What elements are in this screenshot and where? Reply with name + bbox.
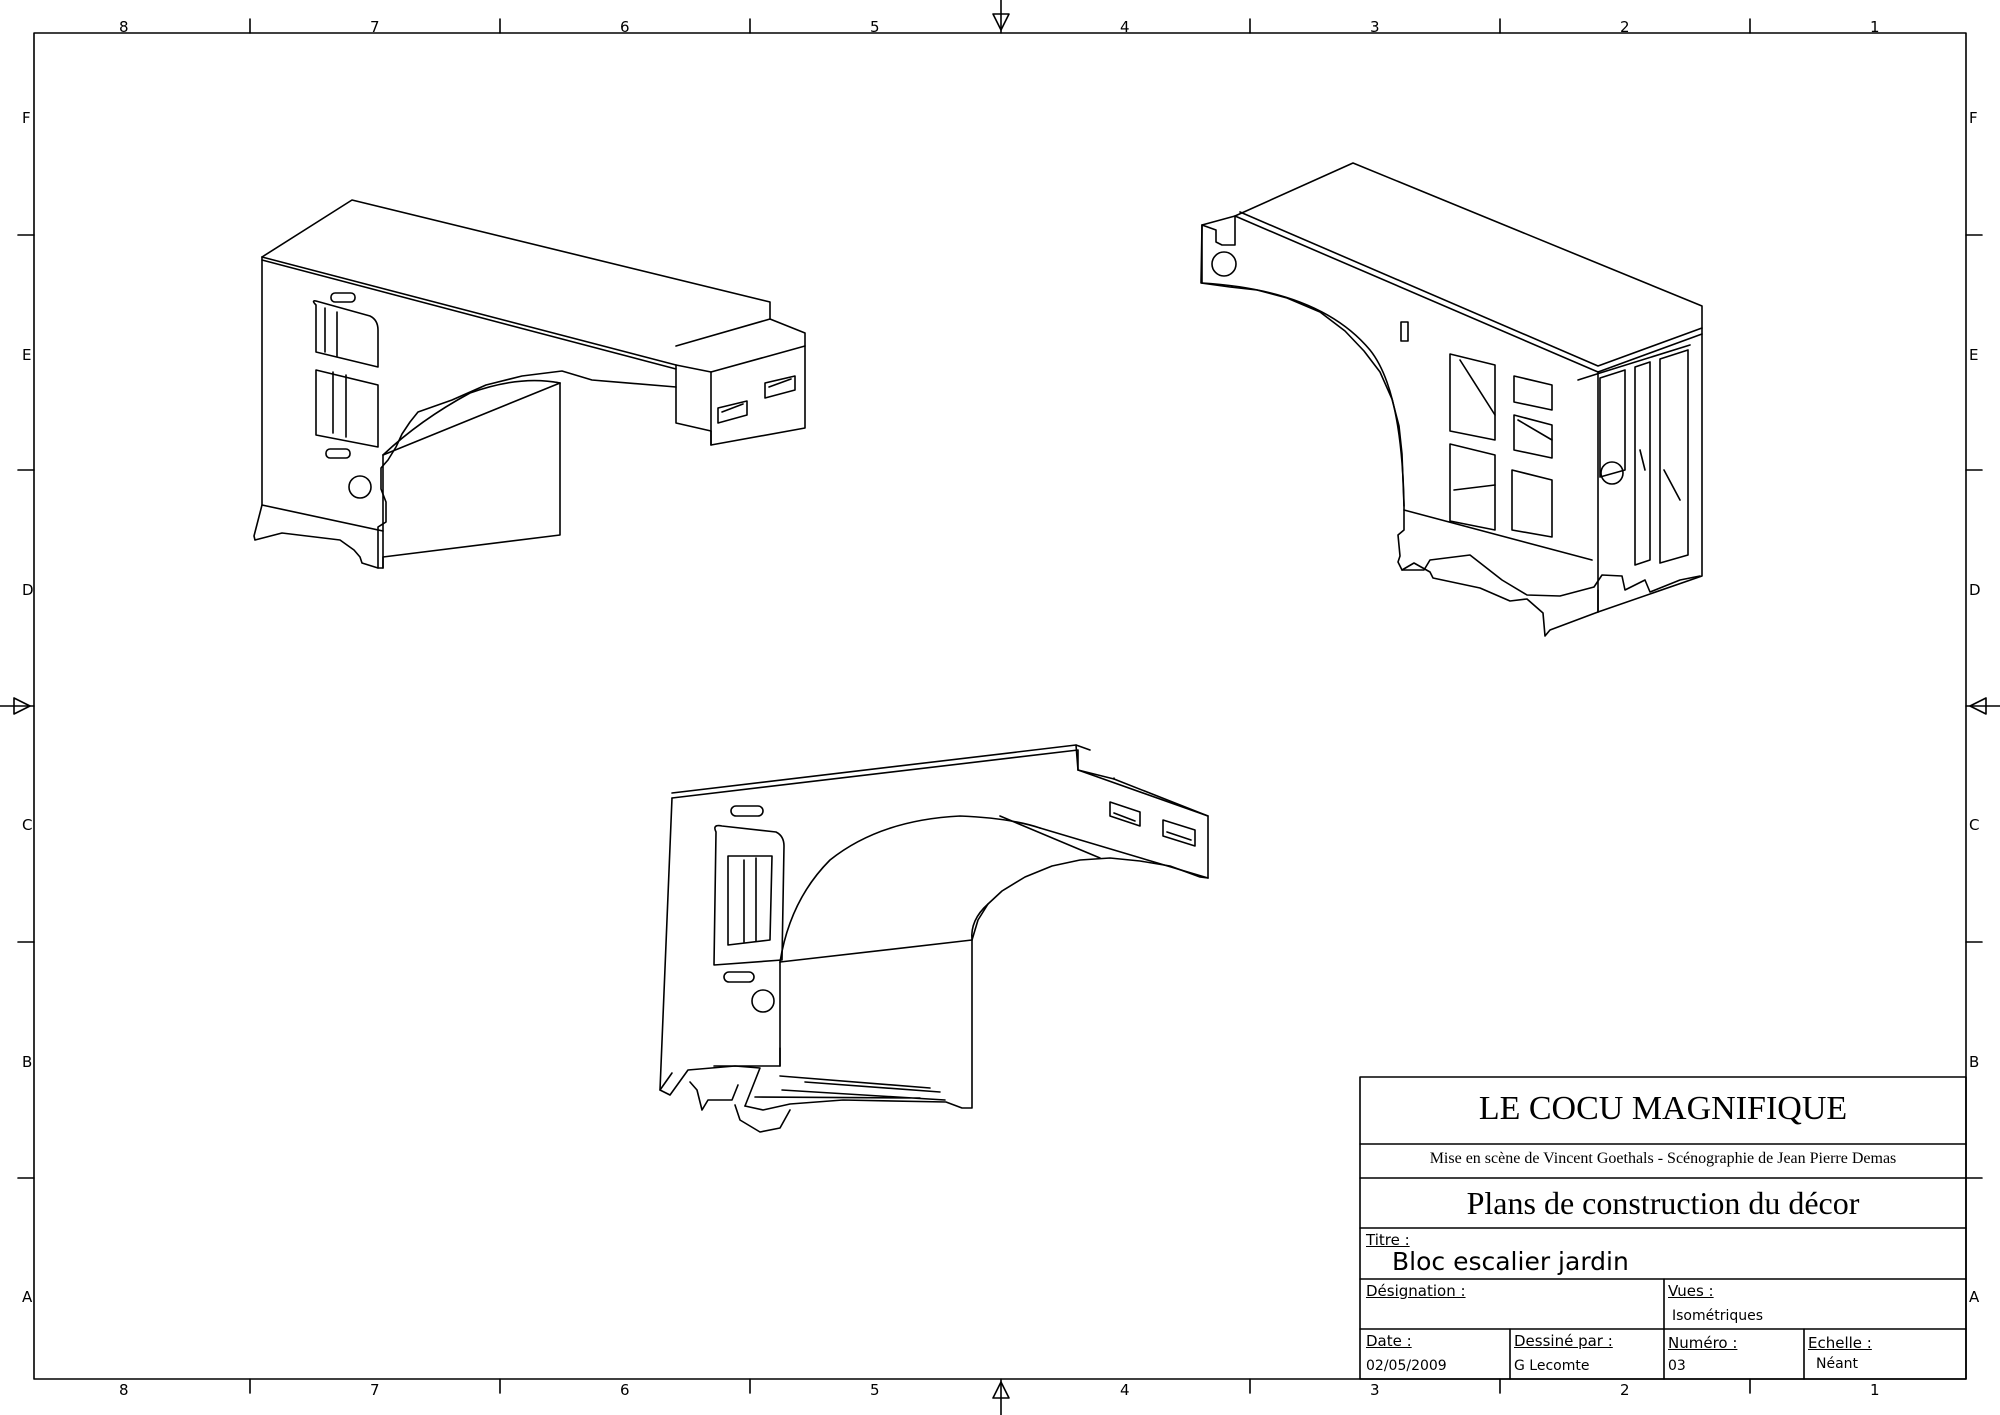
titre-value: Bloc escalier jardin bbox=[1392, 1247, 1629, 1276]
zone-col-label: 4 bbox=[1120, 18, 1130, 36]
zone-row-label: D bbox=[22, 581, 34, 599]
titre-label: Titre : bbox=[1366, 1231, 1410, 1249]
isometric-view-left bbox=[253, 199, 806, 569]
zone-row-label: F bbox=[22, 109, 31, 127]
sheet-frame bbox=[33, 32, 1967, 1380]
date-value: 02/05/2009 bbox=[1366, 1358, 1447, 1374]
zone-row-label: F bbox=[1969, 109, 1978, 127]
zone-col-label: 8 bbox=[119, 1381, 129, 1399]
zone-col-label: 2 bbox=[1620, 1381, 1630, 1399]
dessine-label: Dessiné par : bbox=[1514, 1332, 1613, 1350]
numero-label: Numéro : bbox=[1668, 1334, 1738, 1352]
isometric-view-bottom bbox=[659, 744, 1209, 1133]
zone-col-label: 2 bbox=[1620, 18, 1630, 36]
project-title: LE COCU MAGNIFIQUE bbox=[1478, 1090, 1848, 1127]
plan-subtitle: Plans de construction du décor bbox=[1466, 1185, 1860, 1221]
zone-col-label: 1 bbox=[1870, 1381, 1880, 1399]
date-label: Date : bbox=[1366, 1332, 1412, 1350]
zone-col-label: 7 bbox=[370, 18, 380, 36]
zone-col-label: 6 bbox=[620, 1381, 630, 1399]
zone-row-label: E bbox=[22, 346, 32, 364]
numero-value: 03 bbox=[1668, 1358, 1686, 1374]
zone-col-label: 3 bbox=[1370, 1381, 1380, 1399]
zone-col-label: 8 bbox=[119, 18, 129, 36]
zone-row-label: E bbox=[1969, 346, 1979, 364]
echelle-value: Néant bbox=[1816, 1356, 1859, 1372]
credits-line: Mise en scène de Vincent Goethals - Scén… bbox=[1429, 1150, 1897, 1167]
vues-value: Isométriques bbox=[1672, 1308, 1764, 1324]
zone-row-label: B bbox=[22, 1053, 33, 1071]
zone-col-label: 5 bbox=[870, 1381, 880, 1399]
zone-row-label: A bbox=[22, 1288, 33, 1306]
border-ticks bbox=[17, 18, 1983, 1394]
zone-row-label: C bbox=[1969, 816, 1980, 834]
zone-col-label: 5 bbox=[870, 18, 880, 36]
dessine-value: G Lecomte bbox=[1514, 1358, 1590, 1374]
zone-row-label: A bbox=[1969, 1288, 1980, 1306]
zone-col-label: 1 bbox=[1870, 18, 1880, 36]
isometric-view-right bbox=[1200, 162, 1703, 637]
echelle-label: Echelle : bbox=[1808, 1334, 1872, 1352]
zone-row-label: D bbox=[1969, 581, 1981, 599]
designation-label: Désignation : bbox=[1366, 1282, 1466, 1300]
zone-row-label: B bbox=[1969, 1053, 1980, 1071]
title-block-frame bbox=[1359, 1076, 1967, 1380]
zone-col-label: 7 bbox=[370, 1381, 380, 1399]
zone-col-label: 3 bbox=[1370, 18, 1380, 36]
zone-row-label: C bbox=[22, 816, 33, 834]
vues-label: Vues : bbox=[1668, 1282, 1714, 1300]
zone-col-label: 4 bbox=[1120, 1381, 1130, 1399]
zone-col-label: 6 bbox=[620, 18, 630, 36]
